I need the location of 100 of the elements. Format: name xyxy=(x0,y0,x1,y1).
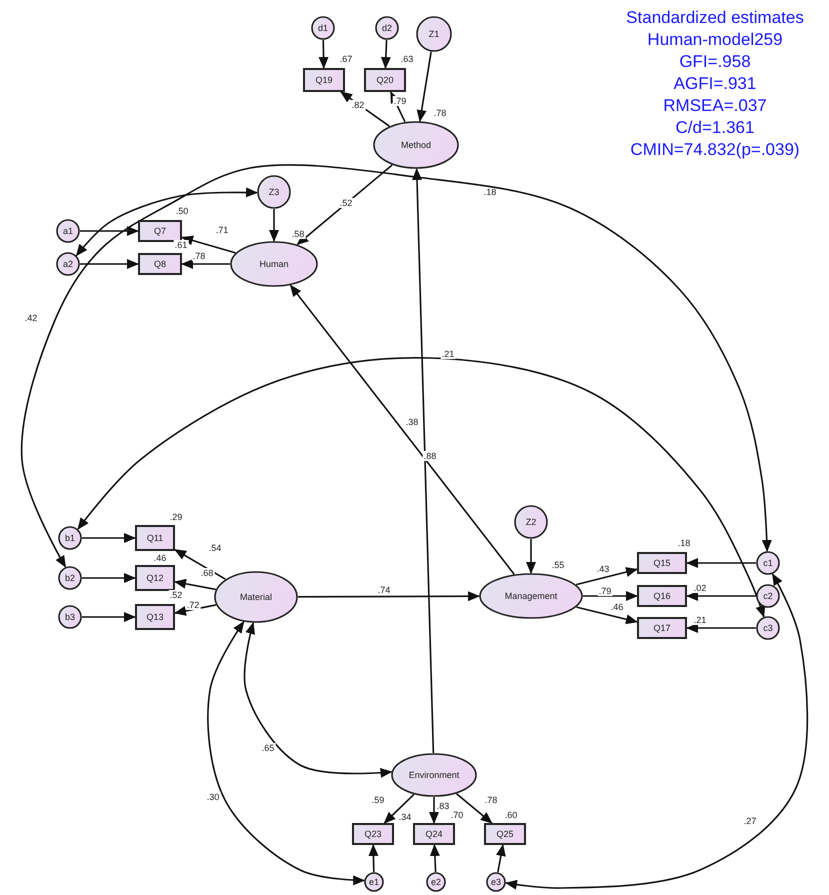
observed-variable-box xyxy=(413,823,455,845)
path-arrow xyxy=(298,591,480,602)
variable-name: Q13 xyxy=(146,612,164,622)
path-arrow xyxy=(583,591,638,601)
squared-correlation-value: .67 xyxy=(338,54,354,64)
covariance-arrow xyxy=(77,357,766,618)
path-arrow xyxy=(82,533,136,543)
coefficient-label: .79 xyxy=(598,586,612,596)
error-circle xyxy=(58,526,82,550)
coefficient-label: .27 xyxy=(742,816,758,826)
observed-variable-box xyxy=(138,253,182,275)
variable-name: c3 xyxy=(763,623,773,633)
coefficient-label: .78 xyxy=(192,251,206,261)
coefficient-label: .38 xyxy=(404,417,420,427)
path-arrow xyxy=(526,539,536,574)
fit-statistic-text: C/d=1.361 xyxy=(676,118,754,138)
latent-ellipse xyxy=(230,241,318,287)
path-arrow xyxy=(576,567,638,586)
path-arrow xyxy=(686,623,756,633)
latent-ellipse xyxy=(479,573,583,619)
variable-name: c1 xyxy=(763,558,773,568)
variable-name: d2 xyxy=(382,23,392,33)
path-arrow xyxy=(429,797,439,824)
variable-name: Q24 xyxy=(425,829,442,839)
path-arrow xyxy=(80,259,139,269)
path-arrow xyxy=(318,40,329,69)
path-arrow xyxy=(686,591,756,601)
coefficient-label: .18 xyxy=(484,187,496,197)
coefficient-label: .68 xyxy=(200,568,214,578)
path-arrow xyxy=(174,578,216,590)
variable-name: c2 xyxy=(763,591,773,601)
squared-correlation-value: .70 xyxy=(450,810,464,820)
fit-statistic-text: AGFI=.931 xyxy=(674,74,756,94)
fit-statistic-text: RMSEA=.037 xyxy=(663,96,767,116)
coefficient-label: .88 xyxy=(422,451,438,461)
coefficient-label: .74 xyxy=(376,585,392,595)
path-arrow xyxy=(174,604,216,616)
covariance-arrow xyxy=(504,573,808,890)
variable-name: Human xyxy=(259,259,288,269)
error-circle xyxy=(756,616,780,640)
error-circle xyxy=(311,16,335,40)
path-arrow xyxy=(269,209,279,242)
squared-correlation-value: .46 xyxy=(152,553,168,563)
covariance-arrow xyxy=(21,164,772,568)
path-arrow xyxy=(82,612,136,622)
variable-name: Q11 xyxy=(146,533,164,543)
observed-variable-box xyxy=(637,617,687,639)
variable-name: Z2 xyxy=(526,517,536,527)
path-arrow xyxy=(380,40,391,69)
path-arrow xyxy=(80,226,139,236)
variable-name: e2 xyxy=(430,877,441,887)
path-arrow xyxy=(340,91,390,127)
path-arrow xyxy=(82,573,136,583)
error-circle xyxy=(56,252,80,276)
squared-correlation-value: .61 xyxy=(174,240,188,250)
coefficient-label: .82 xyxy=(350,100,366,110)
variable-name: Q19 xyxy=(315,75,332,85)
variable-name: Q20 xyxy=(376,75,394,85)
error-circle xyxy=(426,872,446,892)
variable-name: Material xyxy=(240,592,272,602)
squared-correlation-value: .63 xyxy=(400,54,414,64)
variable-name: Q7 xyxy=(154,226,166,236)
squared-correlation-value: .29 xyxy=(168,512,184,522)
path-arrow xyxy=(576,606,638,624)
error-circle xyxy=(364,872,384,892)
variable-name: Q25 xyxy=(496,829,514,839)
variable-name: Method xyxy=(400,140,432,150)
coefficient-label: .54 xyxy=(208,543,222,553)
variable-name: e1 xyxy=(368,877,379,887)
variable-name: Q17 xyxy=(653,623,670,633)
squared-correlation-value: .52 xyxy=(168,590,184,600)
variable-name: Management xyxy=(504,591,558,601)
variable-name: Z3 xyxy=(268,187,280,197)
coefficient-label: .43 xyxy=(596,564,610,574)
coefficient-label: .30 xyxy=(206,792,220,802)
squared-correlation-value: .50 xyxy=(174,206,190,216)
squared-correlation-value: .78 xyxy=(432,108,448,118)
path-arrow xyxy=(181,259,230,269)
squared-correlation-value: .18 xyxy=(676,538,692,548)
fit-statistic-text: CMIN=74.832(p=.039) xyxy=(630,140,800,160)
coefficient-label: .46 xyxy=(610,602,624,612)
path-arrow xyxy=(412,168,434,754)
covariance-arrow xyxy=(244,622,392,778)
observed-variable-box xyxy=(135,525,175,551)
path-arrow xyxy=(384,794,414,824)
fit-statistic-text: Standardized estimates xyxy=(626,8,804,28)
variable-name: a1 xyxy=(62,226,73,236)
coefficient-label: .83 xyxy=(436,801,450,811)
squared-correlation-value: .58 xyxy=(290,229,306,239)
error-circle xyxy=(756,584,780,608)
covariance-arrow xyxy=(76,187,258,256)
error-circle xyxy=(58,566,82,590)
latent-ellipse xyxy=(373,121,459,169)
coefficient-label: .78 xyxy=(484,795,498,805)
squared-correlation-value: .60 xyxy=(504,810,518,820)
variable-name: b2 xyxy=(64,573,75,583)
error-circle xyxy=(756,551,780,575)
error-circle xyxy=(486,872,506,892)
latent-ellipse xyxy=(391,753,477,797)
error-circle xyxy=(375,16,399,40)
